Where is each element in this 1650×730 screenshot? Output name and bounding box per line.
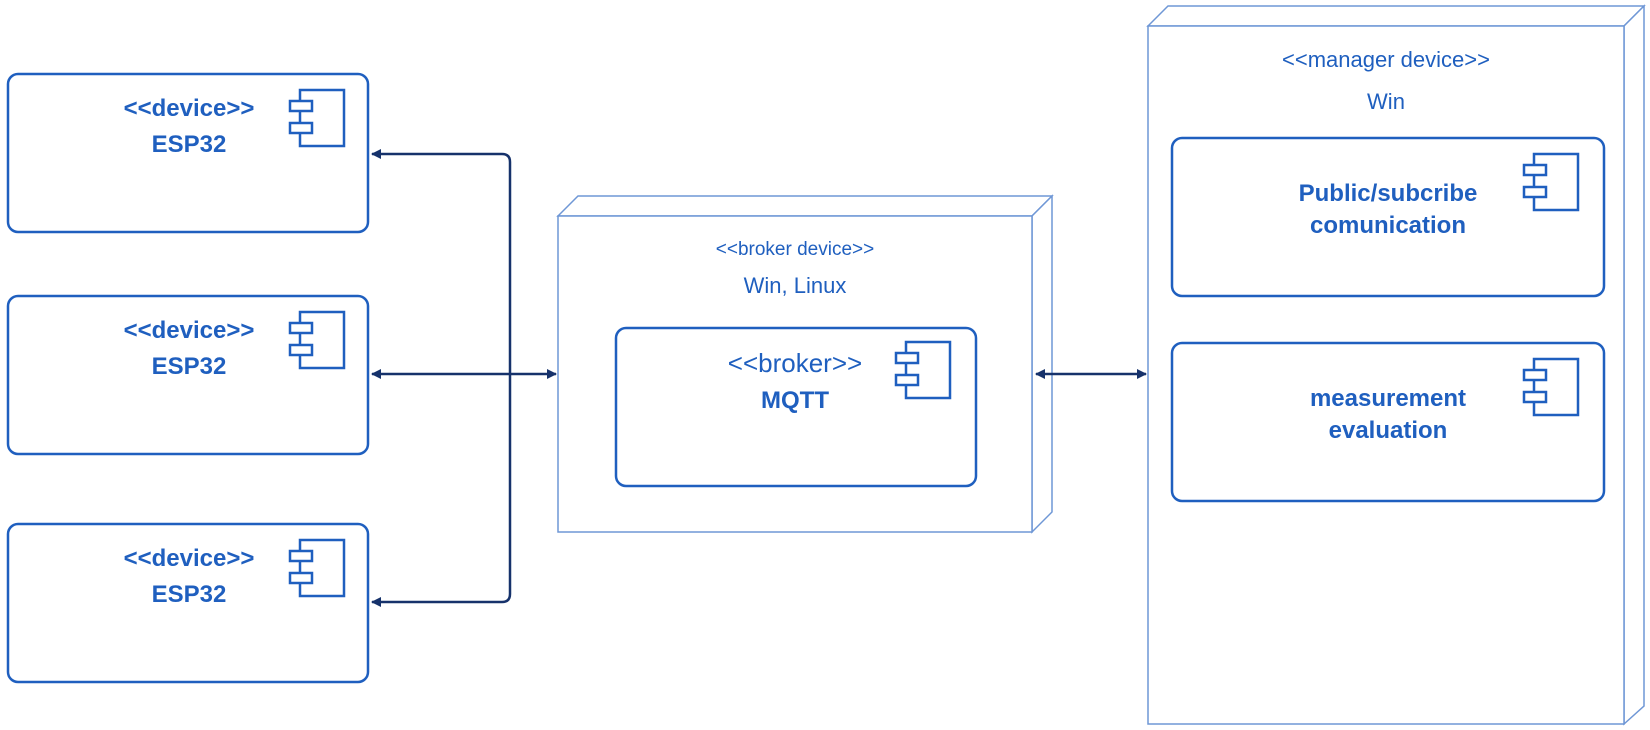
pubsub-line2: comunication <box>1310 212 1466 239</box>
device-stereotype: <<device>> <box>124 545 255 572</box>
measurement-component: measurement evaluation <box>1170 341 1606 503</box>
device-component-3: <<device>> ESP32 <box>6 522 370 684</box>
device-component-2: <<device>> ESP32 <box>6 294 370 456</box>
device-stereotype: <<device>> <box>124 95 255 122</box>
device-broker-connector <box>371 149 557 607</box>
pubsub-line1: Public/subcribe <box>1299 180 1478 207</box>
broker-name: MQTT <box>761 387 829 414</box>
measurement-line2: evaluation <box>1329 417 1448 444</box>
connector-device-3 <box>371 593 512 607</box>
device-name: ESP32 <box>152 131 227 158</box>
manager-node: <<manager device>> Win Public/subcribe c… <box>1146 4 1646 726</box>
broker-node: <<broker device>> Win, Linux <<broker>> … <box>556 194 1054 534</box>
broker-node-stereotype: <<broker device>> <box>716 239 874 260</box>
broker-component: <<broker>> MQTT <box>614 326 978 488</box>
device-name: ESP32 <box>152 581 227 608</box>
pubsub-component: Public/subcribe comunication <box>1170 136 1606 298</box>
device-name: ESP32 <box>152 353 227 380</box>
connector-device-1 <box>371 149 512 163</box>
broker-node-platform: Win, Linux <box>744 273 847 298</box>
device-stereotype: <<device>> <box>124 317 255 344</box>
manager-node-stereotype: <<manager device>> <box>1282 47 1490 72</box>
device-component-1: <<device>> ESP32 <box>6 72 370 234</box>
manager-node-platform: Win <box>1367 89 1405 114</box>
measurement-line1: measurement <box>1310 385 1466 412</box>
broker-stereotype: <<broker>> <box>728 348 862 378</box>
